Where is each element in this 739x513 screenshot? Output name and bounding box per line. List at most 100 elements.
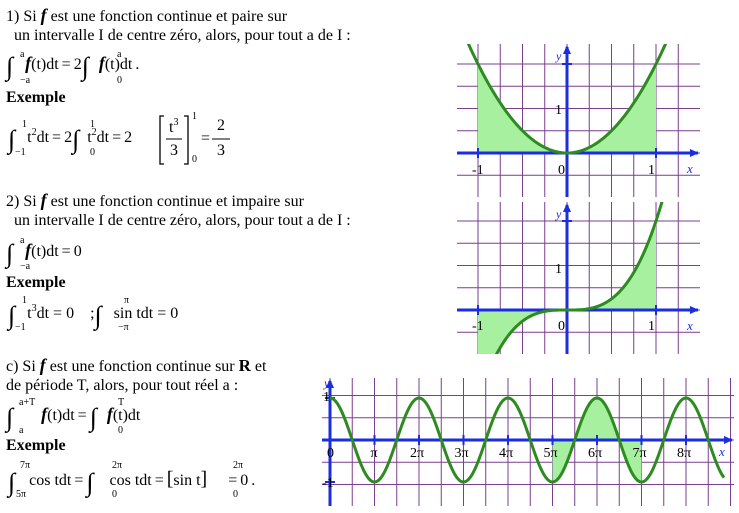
x-tick-1: 1 [648, 163, 655, 178]
integral-sign: ∫ [81, 52, 89, 81]
section2-line2: un intervalle I de centre zéro, alors, p… [14, 212, 351, 229]
integral-sign: ∫ [6, 52, 14, 81]
factor-two: 2 [124, 129, 133, 146]
fraction-denominator: 3 [170, 142, 178, 159]
y-tick-1: 1 [323, 390, 330, 405]
lower-limit: −π [118, 322, 129, 333]
section2-example: ∫t3dt=0;∫sin tdt=0 [8, 301, 179, 330]
lower-limit: 0 [90, 147, 95, 158]
lower-limit: a [19, 425, 24, 436]
integral-sign: ∫ [8, 301, 16, 330]
section3-title-rest: est une fonction continue sur [49, 358, 235, 375]
upper-limit: 1 [90, 119, 95, 130]
t-var: t [87, 129, 92, 146]
section1-title-prefix: 1) Si [6, 8, 37, 25]
section2-title: 2) Si f est une fonction continue et imp… [6, 191, 304, 210]
function-f: f [25, 240, 32, 260]
equals: = [77, 407, 87, 424]
real-numbers-symbol: R [238, 356, 251, 375]
integral-sign: ∫ [72, 125, 80, 154]
section2-title-rest: est une fonction continue et impaire sur [50, 193, 304, 210]
integral-sign: ∫ [86, 468, 94, 497]
zero-result: 0 [240, 472, 249, 489]
section2-formula: ∫f(t)dt=0 [6, 241, 82, 267]
section3-line2: de période T, alors, pour tout réel a : [6, 377, 239, 394]
y-axis-arrow [326, 379, 334, 388]
section3-title: c) Si f est une fonction continue sur R … [6, 356, 266, 375]
upper-limit: T [118, 397, 125, 408]
y-axis-label: y [323, 378, 330, 390]
sin-tdt: sin tdt [113, 305, 154, 322]
integral-sign: ∫ [8, 125, 16, 154]
x-tick-label: π [371, 446, 378, 461]
lower-limit: 0 [233, 489, 238, 500]
upper-limit: a [20, 49, 25, 60]
lower-limit: −a [20, 261, 31, 272]
dt: dt [36, 129, 50, 146]
equals: = [112, 129, 122, 146]
upper-limit: 7π [20, 460, 31, 471]
integral-sign: ∫ [8, 468, 16, 497]
equals: = [154, 472, 164, 489]
x-axis-label: x [718, 444, 725, 459]
t-var: t [27, 305, 32, 322]
upper-limit: 1 [22, 119, 27, 130]
bracket-fraction [159, 115, 230, 165]
x-tick-0: 0 [558, 319, 565, 334]
sin-t: sin t [173, 472, 201, 489]
zero-result: 0 [66, 305, 75, 322]
lower-limit: 0 [117, 75, 122, 86]
upper-limit: 2π [233, 460, 244, 471]
x-tick-label: 2π [410, 446, 424, 461]
curve-cosine [329, 396, 726, 484]
integral-sign: ∫ [94, 301, 102, 330]
section3-formula: ∫f(t)dt=∫f(t)dt [6, 405, 140, 431]
y-axis-arrow [563, 45, 571, 54]
section1-example: ∫t2dt=2∫t2dt=2 [8, 125, 133, 154]
x-axis-arrow [690, 149, 699, 157]
axes [322, 379, 733, 506]
y-axis-arrow [563, 203, 571, 212]
zero-result: 0 [170, 305, 179, 322]
lower-limit: −1 [15, 322, 26, 333]
upper-limit: a+T [19, 397, 36, 408]
lower-limit: 0 [112, 489, 117, 500]
t-dt: (t)dt [31, 56, 59, 73]
x-tick-label: 8π [677, 446, 691, 461]
y-tick-1: 1 [555, 262, 562, 277]
upper-limit: 2π [112, 460, 123, 471]
integral-sign: ∫ [6, 403, 14, 432]
x-tick-label: 6π [588, 446, 602, 461]
section1-title-rest: est une fonction continue et paire sur [50, 8, 288, 25]
function-f: f [25, 53, 32, 73]
lower-limit: 0 [118, 425, 123, 436]
x-axis-label: x [686, 161, 693, 176]
t-var: t [169, 119, 174, 136]
equals: = [52, 129, 62, 146]
result-numerator: 2 [217, 117, 225, 134]
x-tick-neg1: -1 [472, 163, 484, 178]
x-tick-label: 7π [633, 446, 647, 461]
cos-tdt: cos tdt [29, 472, 72, 489]
curve-x-squared [466, 44, 668, 155]
x-tick-label: 5π [544, 446, 558, 461]
equals: = [61, 243, 71, 260]
x-axis-arrow [690, 306, 699, 314]
function-f-symbol: f [40, 190, 47, 210]
x-tick-label: 3π [455, 446, 469, 461]
result-denominator: 3 [217, 142, 225, 159]
factor-two: 2 [64, 129, 73, 146]
function-f: f [98, 53, 105, 73]
lower-limit: 0 [192, 154, 197, 165]
x-tick-0: 0 [327, 446, 334, 461]
equals: = [201, 130, 211, 147]
dot: . [135, 56, 140, 73]
equals: = [53, 305, 63, 322]
upper-limit: 1 [192, 111, 197, 122]
graph-even-function: y x 1 -1 0 1 [457, 44, 700, 197]
x-tick-neg1: -1 [472, 319, 484, 334]
graph-odd-function: y x 1 -1 0 1 [457, 202, 700, 354]
